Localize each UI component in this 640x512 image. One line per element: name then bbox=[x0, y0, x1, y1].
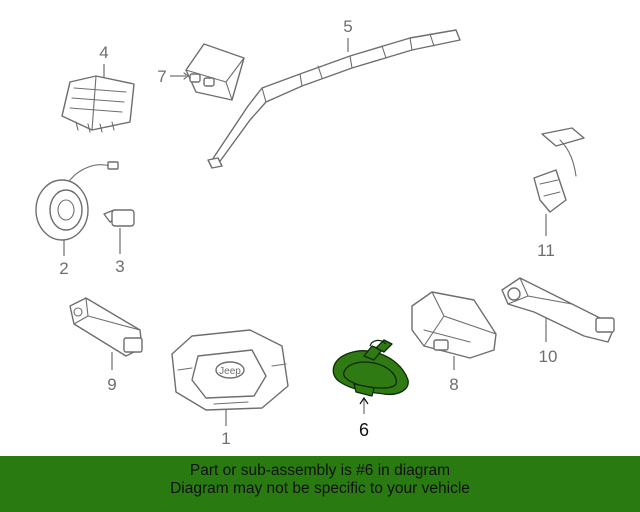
part-8-classification-module[interactable]: 8 bbox=[411, 291, 497, 394]
part-10-side-sensor[interactable]: 10 bbox=[501, 277, 615, 366]
callout-8: 8 bbox=[449, 375, 458, 394]
part-6-clock-spring[interactable]: 6 bbox=[332, 339, 409, 440]
part-1-driver-airbag[interactable]: Jeep 1 bbox=[171, 329, 289, 448]
callout-4: 4 bbox=[99, 43, 108, 62]
callout-7: 7 bbox=[157, 67, 166, 86]
banner-line-1: Part or sub-assembly is #6 in diagram bbox=[189, 462, 451, 479]
part-2-sensor[interactable]: 2 bbox=[35, 161, 119, 278]
callout-5: 5 bbox=[343, 17, 352, 36]
jeep-logo: Jeep bbox=[219, 366, 241, 377]
part-4-airbag-module[interactable]: 4 bbox=[61, 43, 135, 133]
callout-10: 10 bbox=[539, 347, 558, 366]
part-5-curtain-airbag[interactable]: 5 bbox=[207, 17, 461, 169]
callout-1: 1 bbox=[221, 429, 230, 448]
part-11-bracket-sensor[interactable]: 11 bbox=[533, 127, 585, 260]
parts-diagram: 4 7 5 2 3 bbox=[35, 17, 615, 448]
banner-line-2: Diagram may not be specific to your vehi… bbox=[170, 480, 470, 497]
callout-3: 3 bbox=[115, 257, 124, 276]
callout-6: 6 bbox=[359, 420, 369, 440]
part-9-impact-sensor[interactable]: 9 bbox=[69, 297, 143, 394]
callout-9: 9 bbox=[107, 375, 116, 394]
part-3-bolt[interactable]: 3 bbox=[103, 209, 135, 276]
callout-2: 2 bbox=[59, 259, 68, 278]
part-7-control-module[interactable]: 7 bbox=[157, 43, 245, 101]
callout-11: 11 bbox=[537, 241, 555, 260]
info-banner: Part or sub-assembly is #6 in diagram Di… bbox=[0, 456, 640, 512]
